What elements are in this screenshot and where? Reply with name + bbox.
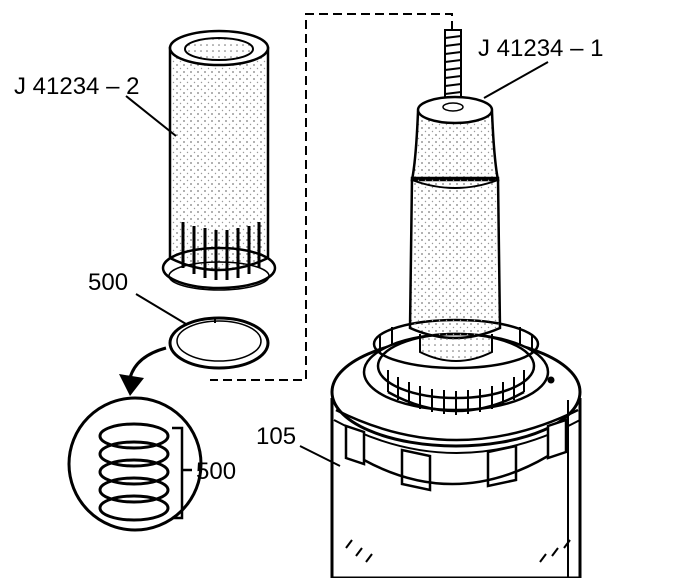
tool-j41234-2-sleeve <box>161 29 277 291</box>
label-500-top: 500 <box>88 269 128 296</box>
detail-arrow <box>119 346 167 396</box>
tool-j41234-1-installer <box>408 29 502 362</box>
snap-ring-500 <box>168 316 270 370</box>
label-j41234-2: J 41234 – 2 <box>14 73 139 100</box>
label-j41234-1: J 41234 – 1 <box>478 35 603 62</box>
tool-connection-line <box>210 13 453 381</box>
leader-lines <box>125 61 549 467</box>
label-105: 105 <box>256 423 296 450</box>
snap-ring-detail-view <box>67 396 203 532</box>
label-500-detail: 500 <box>196 458 236 485</box>
